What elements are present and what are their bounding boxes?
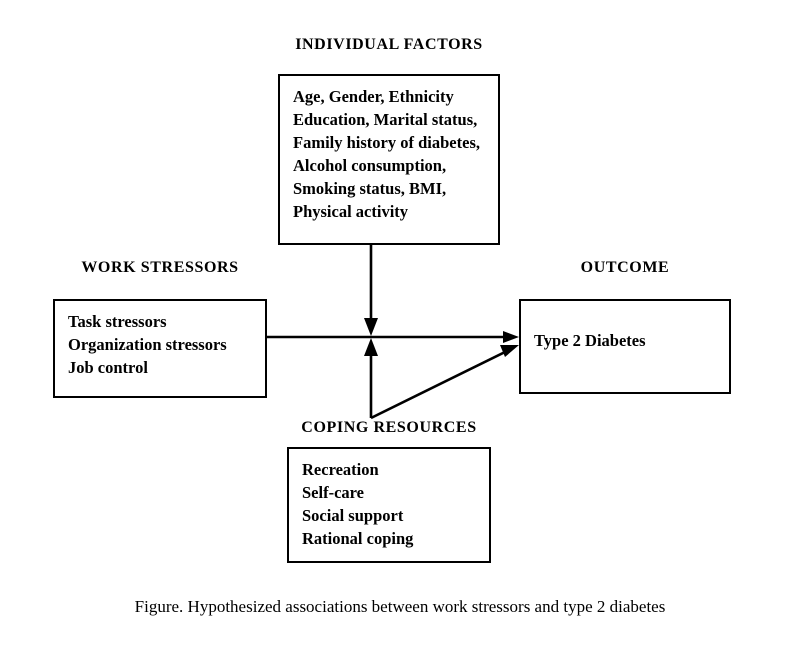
node-box-coping-resources: Recreation Self-care Social support Rati… [287,447,491,563]
node-box-work-stressors: Task stressors Organization stressors Jo… [53,299,267,398]
arrow-coping-resources-to-outcome [370,345,519,420]
work-stressors-items: Task stressors Organization stressors Jo… [68,312,227,377]
section-label-coping-resources: COPING RESOURCES [301,419,477,436]
figure-caption: Figure. Hypothesized associations betwee… [134,597,666,616]
arrow-coping-resources-up [364,338,378,418]
node-box-outcome: Type 2 Diabetes [519,299,731,394]
arrow-work-stressors-to-outcome [267,331,519,343]
node-box-individual-factors: Age, Gender, Ethnicity Education, Marita… [278,74,500,245]
arrow-individual-factors-down [364,245,378,336]
section-label-outcome: OUTCOME [580,259,670,276]
section-label-work-stressors: WORK STRESSORS [81,259,239,276]
section-label-individual-factors: INDIVIDUAL FACTORS [295,36,483,53]
coping-resources-items: Recreation Self-care Social support Rati… [302,460,414,548]
outcome-items: Type 2 Diabetes [534,331,646,350]
individual-factors-items: Age, Gender, Ethnicity Education, Marita… [293,87,480,221]
